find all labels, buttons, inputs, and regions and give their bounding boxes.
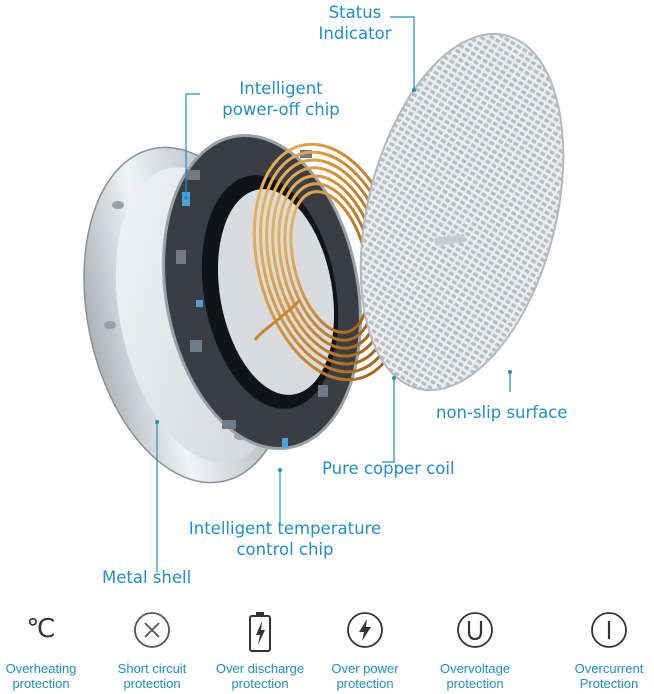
feature-overheating: ℃ Overheating protection — [0, 610, 96, 691]
power-off-chip-label: Intelligent power-off chip — [222, 79, 340, 119]
status-indicator-label: Status Indicator — [318, 3, 392, 43]
feature-label: protection — [231, 675, 289, 691]
u-circle-icon — [420, 610, 530, 662]
battery-icon — [205, 610, 315, 662]
feature-label: protection — [12, 675, 70, 691]
metal-shell-label: Metal shell — [102, 568, 192, 587]
non-slip-surface-part — [359, 32, 565, 392]
feature-label: Over power — [331, 661, 399, 676]
charger-exploded-diagram — [83, 16, 565, 572]
feature-label: protection — [123, 675, 181, 691]
copper-coil-label: Pure copper coil — [322, 459, 455, 478]
temperature-chip-label: Intelligent temperature control chip — [188, 519, 382, 559]
x-circle-icon — [97, 610, 207, 662]
feature-label: Overvoltage — [439, 661, 511, 676]
feature-label: protection — [446, 675, 504, 691]
feature-label: Short circuit — [117, 661, 187, 676]
leader-dots — [155, 88, 512, 472]
lightning-circle-icon — [310, 610, 420, 662]
feature-short-circuit: Short circuit protection — [97, 610, 207, 691]
i-circle-icon — [554, 610, 654, 662]
feature-label: Over discharge — [215, 661, 305, 676]
non-slip-surface-label: non-slip surface — [436, 403, 568, 422]
feature-over-discharge: Over discharge protection — [205, 610, 315, 691]
feature-overcurrent: Overcurrent Protection — [554, 610, 654, 691]
feature-overvoltage: Overvoltage protection — [420, 610, 530, 691]
celsius-icon: ℃ — [26, 614, 56, 644]
feature-label: Overcurrent — [574, 661, 644, 676]
feature-label: protection — [336, 675, 394, 691]
leader-lines — [156, 16, 511, 572]
feature-label: Protection — [579, 675, 639, 691]
feature-label: Overheating — [5, 661, 77, 676]
feature-over-power: Over power protection — [310, 610, 420, 691]
